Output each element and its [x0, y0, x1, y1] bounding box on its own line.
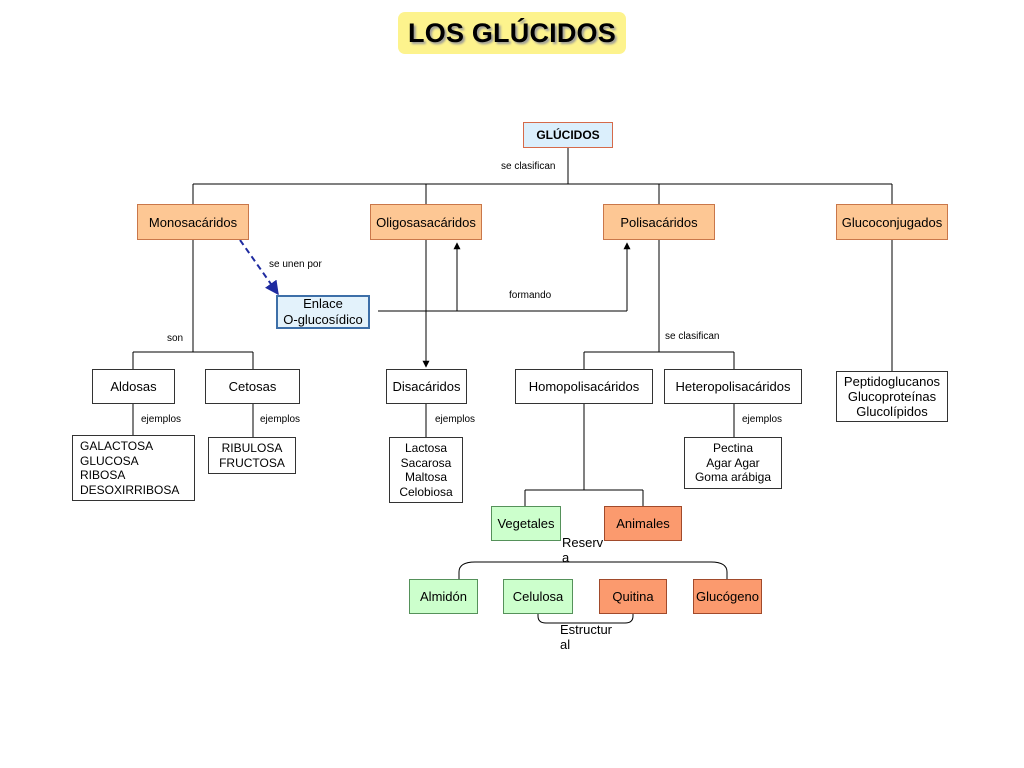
label-ejemplos-cetosas: ejemplos: [260, 414, 301, 425]
node-polisacaridos: Polisacáridos: [603, 204, 715, 240]
node-cetosas: Cetosas: [205, 369, 300, 404]
node-glucogeno: Glucógeno: [693, 579, 762, 614]
node-aldosas: Aldosas: [92, 369, 175, 404]
page-title: LOS GLÚCIDOS: [398, 12, 626, 54]
label-estructural: Estructur al: [560, 622, 613, 652]
node-vegetales: Vegetales: [491, 506, 561, 541]
node-glucoconjugados-ejemplos: Peptidoglucanos Glucoproteínas Glucolípi…: [836, 371, 948, 422]
node-animales: Animales: [604, 506, 682, 541]
node-enlace-o-glucosidico: Enlace O-glucosídico: [276, 295, 370, 329]
node-glucoconjugados: Glucoconjugados: [836, 204, 948, 240]
label-formando: formando: [509, 290, 552, 301]
node-disacaridos-ejemplos: Lactosa Sacarosa Maltosa Celobiosa: [389, 437, 463, 503]
label-se-unen-por: se unen por: [269, 259, 322, 270]
node-oligosacaridos: Oligosasacáridos: [370, 204, 482, 240]
node-cetosas-ejemplos: RIBULOSA FRUCTOSA: [208, 437, 296, 474]
label-reserva: Reserv a: [562, 535, 604, 565]
label-ejemplos-disacaridos: ejemplos: [435, 414, 476, 425]
node-monosacaridos: Monosacáridos: [137, 204, 249, 240]
node-disacaridos: Disacáridos: [386, 369, 467, 404]
node-heteropolisacaridos-ejemplos: Pectina Agar Agar Goma arábiga: [684, 437, 782, 489]
label-se-clasifican-polisacaridos: se clasifican: [665, 331, 720, 342]
node-almidon: Almidón: [409, 579, 478, 614]
label-ejemplos-heteropolisacaridos: ejemplos: [742, 414, 783, 425]
node-quitina: Quitina: [599, 579, 667, 614]
node-glucidos: GLÚCIDOS: [523, 122, 613, 148]
node-celulosa: Celulosa: [503, 579, 573, 614]
label-ejemplos-aldosas: ejemplos: [141, 414, 182, 425]
node-homopolisacaridos: Homopolisacáridos: [515, 369, 653, 404]
label-se-clasifican: se clasifican: [501, 161, 556, 172]
node-aldosas-ejemplos: GALACTOSA GLUCOSA RIBOSA DESOXIRRIBOSA: [72, 435, 195, 501]
node-heteropolisacaridos: Heteropolisacáridos: [664, 369, 802, 404]
label-son: son: [167, 333, 184, 344]
